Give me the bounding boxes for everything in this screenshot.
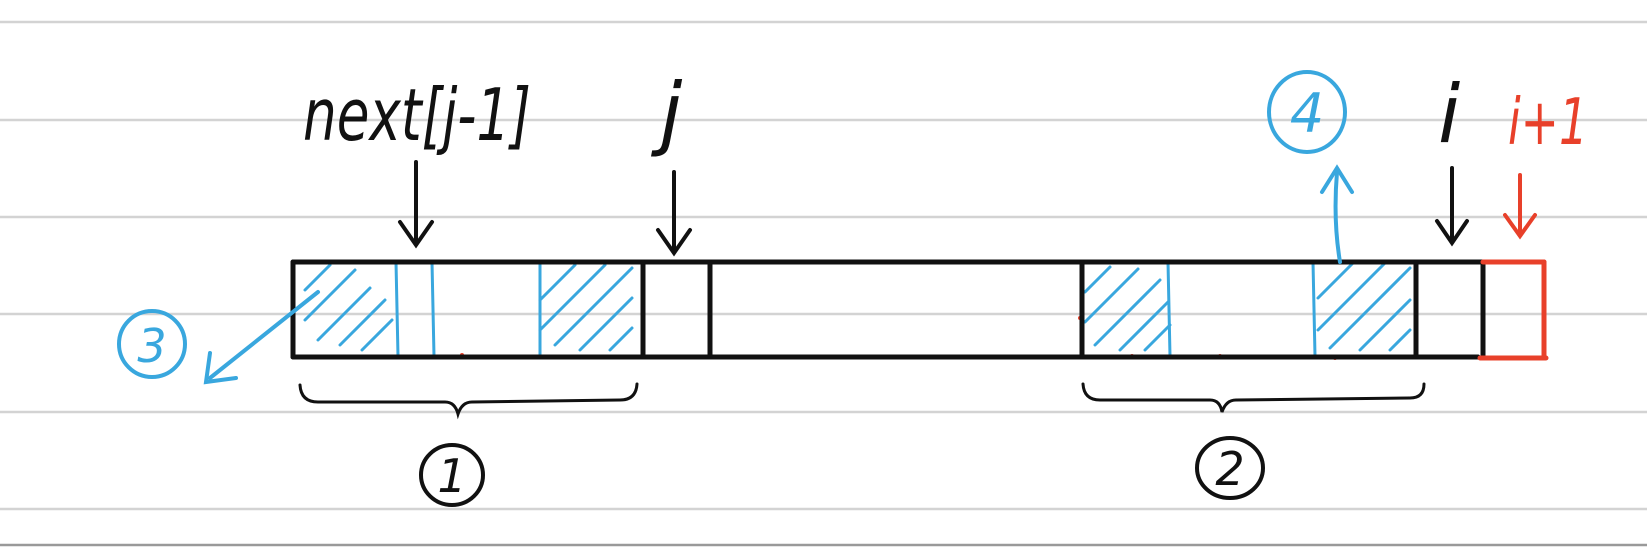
circle-3-label: 3 — [137, 319, 166, 373]
circle-1-marker: 1 — [421, 445, 483, 505]
suffix-dividers-right — [1168, 262, 1315, 356]
circle-1-label: 1 — [437, 449, 466, 503]
arrow-next-j-minus-1 — [400, 162, 432, 245]
prefix-dividers-left — [396, 262, 540, 356]
circle-4-label: 4 — [1290, 82, 1324, 145]
arrow-to-3 — [206, 292, 318, 382]
circle-2-marker: 2 — [1197, 438, 1263, 498]
label-i-plus-1: i+1 — [1508, 86, 1588, 160]
brace-region-2 — [1083, 384, 1424, 412]
circle-4-marker: 4 — [1269, 72, 1345, 152]
notebook-ruled-lines — [0, 22, 1647, 545]
arrow-i — [1437, 168, 1467, 243]
label-j: j — [650, 66, 683, 159]
brace-region-1 — [300, 384, 637, 414]
red-tick-marks — [321, 316, 1337, 360]
arrow-i-plus-1 — [1505, 175, 1535, 236]
circle-2-label: 2 — [1215, 442, 1244, 496]
arrow-j — [658, 172, 690, 253]
prefix-hatch-left-b — [540, 265, 632, 350]
i-plus-1-cell — [1480, 262, 1546, 358]
string-bar — [293, 262, 1485, 357]
circle-3-marker: 3 — [119, 311, 185, 377]
arrow-to-4 — [1322, 168, 1352, 262]
suffix-hatch-right-a — [1085, 267, 1170, 350]
prefix-hatch-left-a — [305, 265, 392, 350]
label-i: i — [1438, 68, 1460, 161]
label-next-j-minus-1: next[j-1] — [303, 73, 531, 157]
suffix-hatch-right-b — [1318, 264, 1410, 350]
